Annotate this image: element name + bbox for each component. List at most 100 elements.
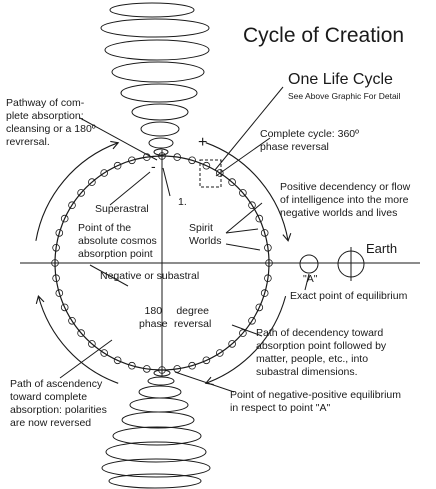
cycle-bead: [260, 289, 269, 297]
superastral-label: Superastral: [95, 203, 149, 215]
absolute-point-label: Point of the absolute cosmos absorption …: [78, 222, 157, 260]
life-cycle-note: See Above Graphic For Detail: [288, 91, 401, 101]
cycle-bead: [88, 340, 96, 348]
top-vortex-ring: [104, 39, 210, 61]
complete-cycle-label: Complete cycle: 360º phase reversal: [260, 128, 359, 153]
cycle-bead: [255, 214, 264, 223]
top-vortex-ring: [100, 18, 210, 38]
cycle-bead: [216, 169, 224, 177]
cycle-bead: [68, 316, 76, 325]
minus-sign: -: [151, 158, 156, 174]
right-lower-flow-arrow: [205, 295, 287, 384]
diagram-lines: [20, 86, 420, 393]
cycle-bead: [143, 365, 151, 373]
top-vortex-ring: [120, 83, 198, 103]
degree-reversal-label: degree reversal: [174, 305, 212, 330]
cycle-bead: [188, 156, 196, 165]
negative-positive-label: Point of negative-positive equilibrium i…: [230, 389, 402, 414]
cycle-bead: [88, 178, 96, 186]
cycle-bead: [188, 361, 196, 370]
cycle-bead: [202, 161, 211, 170]
negative-leader: [89, 264, 129, 287]
point-a-circle: [299, 254, 319, 274]
left-lower-flow-arrow-head: [35, 295, 45, 305]
cycle-bead: [52, 244, 60, 252]
cycle-bead: [228, 178, 236, 186]
left-upper-flow-arrow: [35, 142, 119, 241]
pathway-absorption-label: Pathway of com- plete absorption; cleans…: [6, 97, 96, 148]
cycle-bead: [173, 153, 182, 161]
ascendency-leader: [59, 339, 113, 379]
detail-marker-box: [199, 159, 222, 188]
vortex-spirals: [100, 2, 211, 489]
bottom-vortex-ring: [101, 458, 211, 478]
cycle-bead: [264, 274, 272, 283]
positive-decendency-label: Positive decendency or flow of intellige…: [280, 181, 411, 219]
equilibrium-leader: [304, 273, 310, 291]
cycle-bead: [55, 289, 64, 297]
top-vortex-ring: [109, 2, 195, 18]
equilibrium-label: Exact point of equilibrium: [290, 290, 408, 302]
life-cycle-heading: One Life Cycle: [288, 71, 393, 88]
cycle-bead: [60, 214, 69, 223]
phase-180-label: 180 phase: [139, 305, 168, 330]
cycle-bead: [55, 229, 64, 237]
cycle-bead: [228, 340, 236, 348]
top-vortex-ring: [153, 148, 169, 156]
point-one-label: 1.: [178, 196, 187, 208]
cycle-bead: [113, 356, 122, 365]
plus-sign: +: [198, 134, 208, 151]
cycle-bead: [77, 329, 85, 337]
left-upper-flow-arrow-head: [110, 140, 120, 150]
bottom-vortex-ring: [138, 385, 182, 399]
path-decendency-label: Path of decendency toward absorption poi…: [256, 327, 387, 378]
spirit-leader-1: [225, 202, 263, 234]
point-one-leader: [162, 167, 171, 197]
top-vortex-ring: [131, 103, 189, 121]
cycle-bead: [52, 274, 60, 283]
cycle-bead: [248, 316, 256, 325]
equilibrium-point-leader: [174, 371, 235, 393]
cycle-bead: [100, 169, 108, 177]
cycle-bead: [128, 361, 136, 370]
cycle-bead: [248, 201, 256, 210]
cycle-bead: [264, 244, 272, 252]
spirit-leader-3: [225, 243, 261, 251]
bottom-vortex-ring: [112, 426, 202, 446]
right-upper-flow-arrow-head: [282, 233, 292, 242]
diagram-title: Cycle of Creation: [243, 24, 405, 47]
bottom-vortex-ring: [105, 441, 207, 463]
complete-cycle-leader: [215, 137, 271, 177]
spirit-leader-2: [225, 228, 259, 234]
right-upper-flow-arrow: [205, 142, 289, 241]
cycle-bead: [239, 189, 247, 197]
bottom-vortex-ring: [147, 376, 175, 386]
cycle-bead: [77, 189, 85, 197]
top-vortex-ring: [140, 121, 180, 137]
bottom-vortex-ring: [129, 397, 189, 413]
life-cycle-leader: [214, 86, 284, 171]
cycle-bead: [60, 303, 69, 312]
cycle-bead: [128, 156, 136, 165]
top-vortex-ring: [111, 61, 205, 83]
earth-label: Earth: [366, 241, 398, 256]
flow-arrows: [35, 140, 292, 386]
negative-subastral-label: Negative or subastral: [100, 270, 200, 282]
pathway-leader: [79, 117, 158, 161]
cycle-bead: [100, 349, 108, 357]
bottom-vortex-ring: [121, 411, 195, 429]
top-vortex-ring: [148, 137, 174, 149]
spirit-worlds-label: Spirit Worlds: [189, 222, 222, 247]
cycle-bead: [143, 153, 151, 161]
cycle-bead: [255, 303, 264, 312]
bottom-vortex-ring: [108, 473, 202, 489]
superastral-leader: [109, 171, 151, 206]
cycle-bead: [239, 329, 247, 337]
point-a-label: "A": [303, 273, 318, 285]
path-ascendency-label: Path of ascendency toward complete absor…: [10, 378, 107, 429]
cycle-bead: [202, 356, 211, 365]
cycle-bead: [113, 161, 122, 170]
cycle-bead: [260, 229, 269, 237]
